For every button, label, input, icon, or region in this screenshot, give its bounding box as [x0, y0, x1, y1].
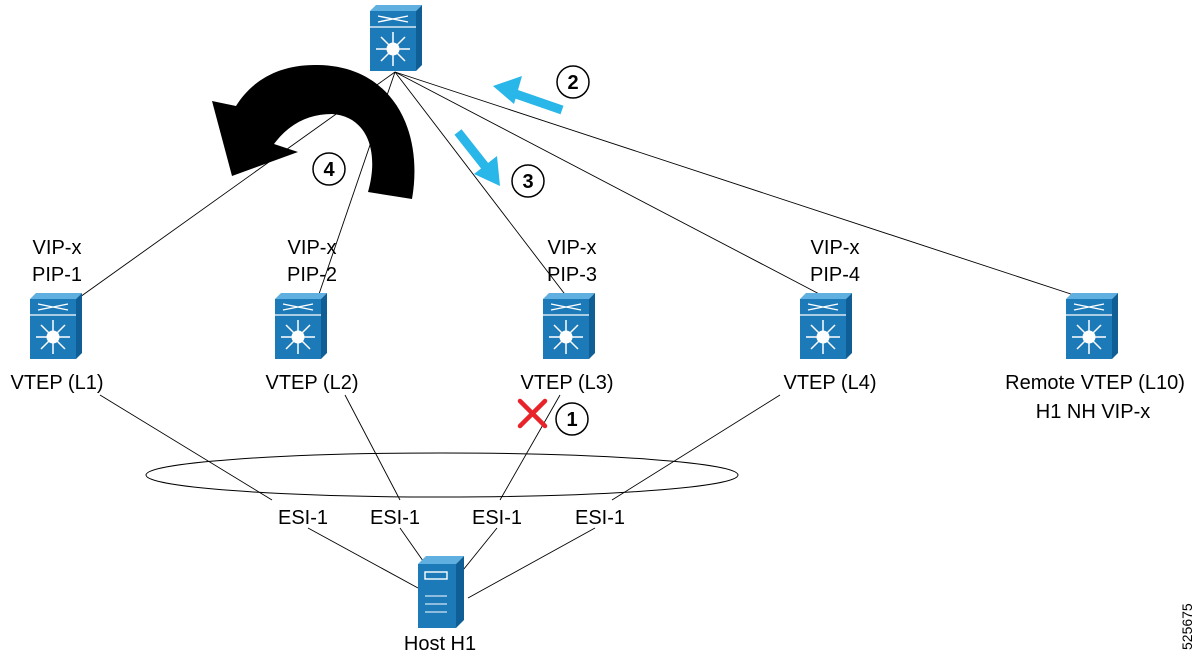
esi-label: ESI-1: [278, 507, 328, 529]
leaf-pip: PIP-2: [287, 264, 337, 286]
link-failure-x-icon: [517, 398, 548, 429]
remote-l10-switch-icon: [1065, 292, 1119, 360]
leaf-l4-switch-icon: [799, 292, 853, 360]
link-spine-l10: [394, 71, 1081, 298]
link-l4-esi: [611, 394, 781, 501]
leaf-pip: PIP-1: [32, 264, 82, 286]
leaf-vip: VIP-x: [548, 237, 597, 259]
leaf-name: VTEP (L3): [521, 372, 614, 394]
step-number: 4: [323, 159, 335, 181]
esi-group-ellipse: [145, 452, 739, 498]
leaf-vip: VIP-x: [811, 237, 860, 259]
esi-label: ESI-1: [370, 507, 420, 529]
link-esi1-host: [307, 527, 419, 589]
leaf-l3-switch-icon: [542, 292, 596, 360]
leaf-vip: VIP-x: [33, 237, 82, 259]
leaf-name: VTEP (L4): [784, 372, 877, 394]
link-l3-esi: [499, 394, 561, 501]
leaf-l3-labels: VIP-x PIP-3 VTEP (L3): [521, 237, 614, 394]
step-number: 2: [567, 72, 578, 94]
leaf-pip: PIP-4: [810, 264, 860, 286]
esi-label: ESI-1: [575, 507, 625, 529]
leaf-l1-switch-icon: [29, 292, 83, 360]
esi-labels: ESI-1 ESI-1 ESI-1 ESI-1: [278, 507, 625, 529]
link-esi4-host: [467, 527, 596, 599]
figure-id: 525675: [1179, 603, 1195, 650]
host-server-icon: [417, 555, 465, 629]
leaf-l1-labels: VIP-x PIP-1 VTEP (L1): [11, 237, 104, 394]
leaf-l2-switch-icon: [274, 292, 328, 360]
step-badge-2: 2: [556, 65, 590, 99]
leaf-pip: PIP-3: [547, 264, 597, 286]
spine-switch-icon: [369, 4, 423, 72]
host-label: Host H1: [404, 633, 476, 655]
leaf-name: VTEP (L2): [266, 372, 359, 394]
leaf-name: VTEP (L1): [11, 372, 104, 394]
remote-labels: Remote VTEP (L10) H1 NH VIP-x: [1005, 372, 1185, 423]
step-number: 3: [522, 171, 533, 193]
remote-note: H1 NH VIP-x: [1036, 401, 1150, 423]
arrow-step-2-icon: [493, 76, 564, 115]
leaf-l2-labels: VIP-x PIP-2 VTEP (L2): [266, 237, 359, 394]
link-l1-esi: [99, 394, 273, 501]
redirect-arrow-icon: [212, 64, 415, 199]
leaf-l4-labels: VIP-x PIP-4 VTEP (L4): [784, 237, 877, 394]
link-spine-l4: [394, 71, 826, 298]
step-badge-1: 1: [555, 402, 589, 436]
step-badge-4: 4: [312, 152, 346, 186]
step-badge-3: 3: [511, 164, 545, 198]
remote-name: Remote VTEP (L10): [1005, 372, 1185, 394]
link-l2-esi: [344, 394, 401, 501]
esi-label: ESI-1: [472, 507, 522, 529]
leaf-vip: VIP-x: [288, 237, 337, 259]
link-spine-l3: [394, 71, 568, 298]
step-number: 1: [566, 409, 577, 431]
arrow-step-3-icon: [454, 129, 500, 186]
esi-links: [99, 394, 781, 599]
